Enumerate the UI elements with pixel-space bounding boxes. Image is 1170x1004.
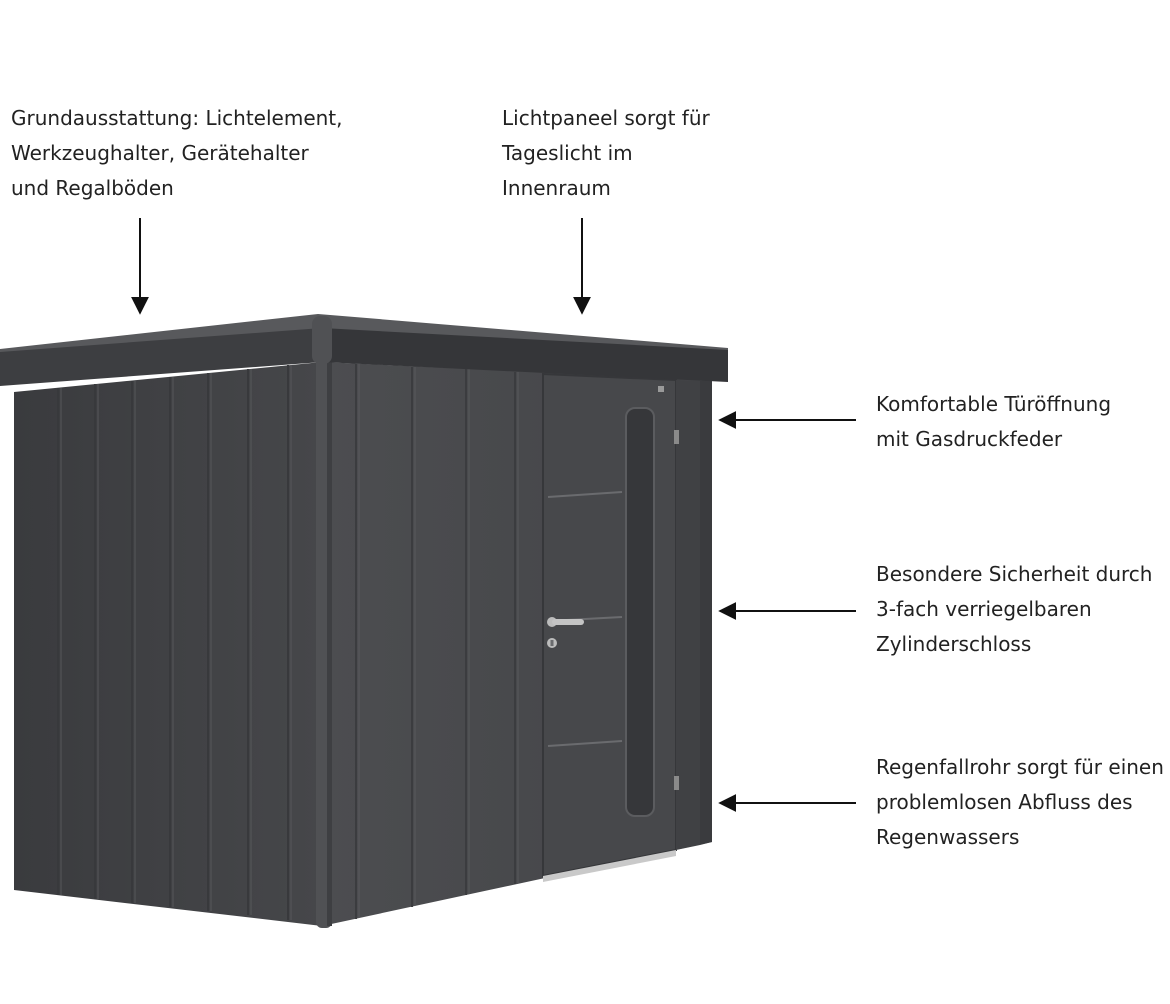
roof-fascia-front — [322, 328, 728, 382]
shed-side-wall — [14, 362, 322, 926]
corner-post-shade — [327, 358, 332, 926]
front-wall-grooves — [355, 364, 516, 919]
cylinder-lock-icon — [547, 638, 557, 648]
label-security-lock-line-3: Zylinderschloss — [876, 632, 1032, 656]
roof-fascia-left — [0, 328, 322, 386]
label-door-opening-line-2: mit Gasdruckfeder — [876, 427, 1063, 451]
label-light-panel: Lichtpaneel sorgt für Tageslicht im Inne… — [502, 101, 710, 206]
label-door-opening-line-1: Komfortable Türöffnung — [876, 392, 1112, 416]
roof-top — [0, 314, 728, 356]
label-light-panel-line-1: Lichtpaneel sorgt für — [502, 106, 710, 130]
label-security-lock-line-1: Besondere Sicherheit durch — [876, 562, 1153, 586]
label-light-panel-line-2: Tageslicht im — [502, 141, 633, 165]
label-downpipe-line-3: Regenwassers — [876, 825, 1020, 849]
label-equipment-line-2: Werkzeughalter, Gerätehalter — [11, 141, 309, 165]
door-frame-post — [676, 380, 700, 850]
door-hinge-bottom — [674, 776, 679, 790]
door-light-strip — [625, 407, 655, 817]
label-door-opening: Komfortable Türöffnung mit Gasdruckfeder — [876, 387, 1111, 457]
door-threshold — [543, 850, 676, 882]
label-security-lock-line-2: 3-fach verriegelbaren — [876, 597, 1092, 621]
label-downpipe-line-2: problemlosen Abfluss des — [876, 790, 1133, 814]
label-equipment-line-1: Grundausstattung: Lichtelement, — [11, 106, 343, 130]
label-security-lock: Besondere Sicherheit durch 3-fach verrie… — [876, 557, 1152, 662]
label-downpipe: Regenfallrohr sorgt für einen problemlos… — [876, 750, 1164, 855]
door-hinge-top — [674, 430, 679, 444]
side-wall-highlights — [60, 365, 292, 920]
side-wall-grooves — [57, 365, 289, 920]
door-badge — [658, 386, 664, 392]
label-equipment: Grundausstattung: Lichtelement, Werkzeug… — [11, 101, 343, 206]
roof-corner-cap — [312, 316, 332, 364]
label-light-panel-line-3: Innenraum — [502, 176, 611, 200]
label-downpipe-line-1: Regenfallrohr sorgt für einen — [876, 755, 1164, 779]
front-wall-highlights — [358, 364, 519, 918]
shed-right-edge — [700, 380, 712, 845]
lever-handle-icon — [547, 617, 584, 627]
label-equipment-line-3: und Regalböden — [11, 176, 174, 200]
